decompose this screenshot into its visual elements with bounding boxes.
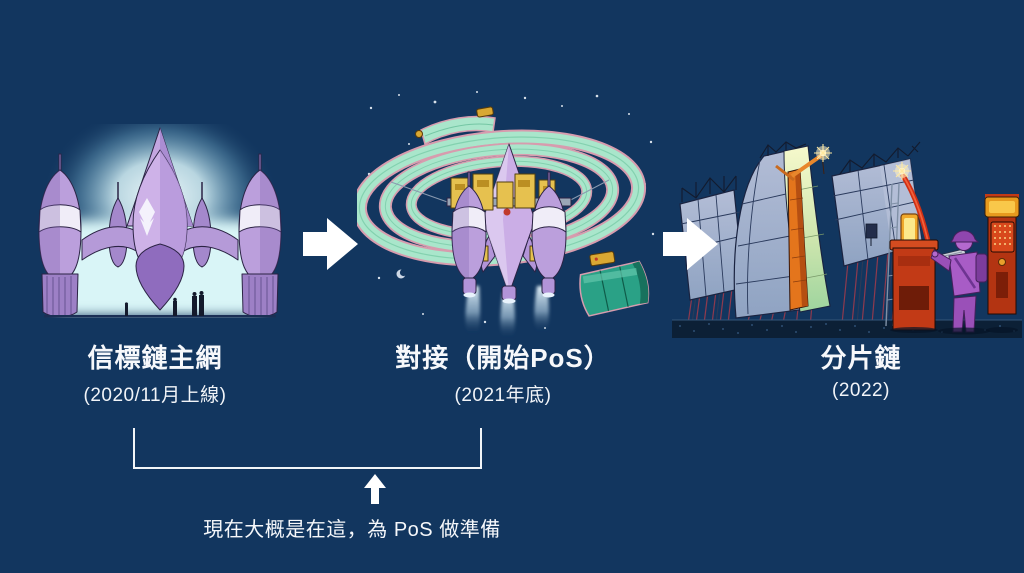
ring-segment (415, 106, 496, 146)
green-container (579, 251, 650, 317)
arrow-right-icon (663, 218, 718, 270)
docking-illustration (357, 91, 655, 338)
stage-subtitle: (2020/11月上線) (83, 385, 227, 406)
arrow-right-icon (303, 218, 358, 270)
stage-subtitle: (2022) (832, 380, 890, 401)
people-silhouettes (124, 291, 204, 316)
stage-title: 對接（開始PoS） (395, 343, 611, 373)
stage-label-shard-chains: 分片鏈 (2022) (731, 343, 991, 402)
progress-note: 現在大概是在這，為 PoS 做準備 (203, 519, 501, 541)
machine-tower (984, 194, 1020, 315)
shard-chains-illustration (672, 141, 1022, 338)
docking-ship (446, 143, 572, 304)
welding-spark (893, 162, 911, 180)
stage-subtitle: (2021年底) (454, 385, 552, 406)
scaffolding (759, 141, 807, 159)
moon-icon (396, 268, 408, 279)
progress-bracket (133, 428, 482, 469)
stage-label-beacon-chain: 信標鏈主網 (2020/11月上線) (25, 343, 285, 407)
welding-spark (814, 144, 832, 162)
ethereum-logo (139, 198, 155, 236)
stage-title: 分片鏈 (820, 343, 902, 373)
beacon-chain-illustration (28, 124, 292, 326)
scaffolding (681, 175, 737, 202)
scaffolding (839, 141, 921, 175)
stage-title: 信標鏈主網 (87, 343, 223, 373)
crane (775, 153, 825, 311)
arrow-up-icon (364, 474, 386, 504)
worker-figure (930, 230, 988, 333)
rocket-exhaust (465, 286, 549, 338)
stage-label-merge: 對接（開始PoS） (2021年底) (373, 343, 633, 407)
